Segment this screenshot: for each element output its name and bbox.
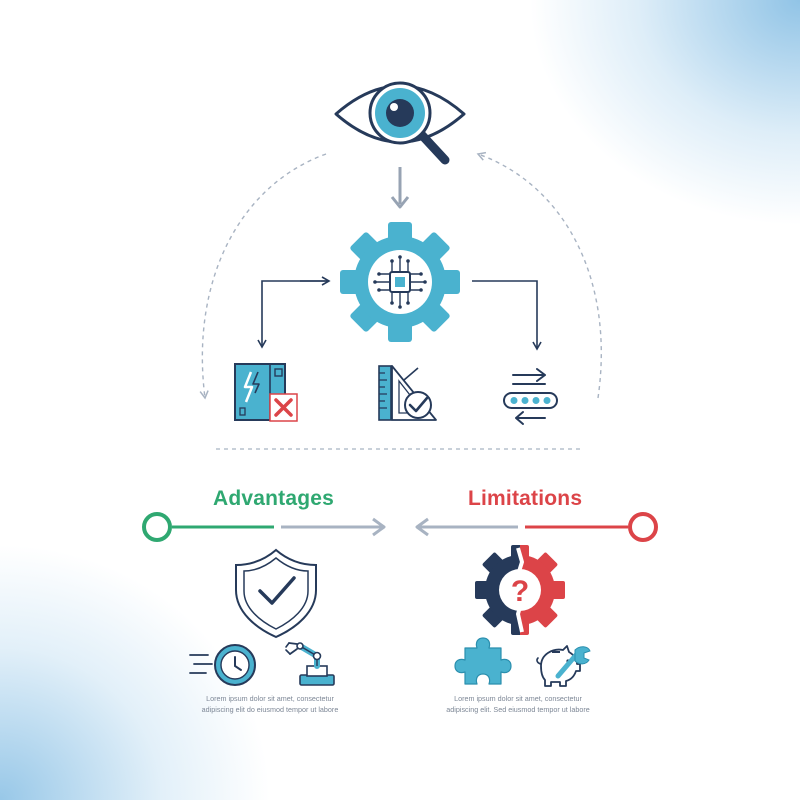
clock-speed-icon <box>189 644 256 686</box>
limitations-description: Lorem ipsum dolor sit amet, consectetur … <box>418 693 618 715</box>
advantages-heading: Advantages <box>213 487 335 510</box>
eye-magnifier-icon <box>334 81 466 165</box>
svg-text:?: ? <box>511 575 529 608</box>
limitations-node <box>628 512 658 542</box>
dashed-arc-right <box>476 151 602 399</box>
advantages-node <box>142 512 172 542</box>
dashed-arc-left <box>199 153 327 400</box>
conveyor-icon <box>503 368 558 425</box>
advantages-text-line-1: Lorem ipsum dolor sit amet, consectetur <box>206 694 334 703</box>
gear-question-icon: ? <box>475 545 565 635</box>
ruler-check-icon <box>378 365 437 421</box>
gear-chip-icon <box>340 222 460 342</box>
limitations-timeline <box>415 512 658 542</box>
connector-to-conveyor <box>472 280 542 351</box>
shield-check-icon <box>235 548 317 639</box>
piggy-bank-wrench-icon <box>536 645 591 687</box>
limitations-heading: Limitations <box>468 487 583 510</box>
advantages-text-line-2: adipiscing elit do eiusmod tempor ut lab… <box>201 705 339 714</box>
advantages-description: Lorem ipsum dolor sit amet, consectetur … <box>170 693 370 715</box>
damaged-box-icon <box>234 363 298 422</box>
limitations-text-line-1: Lorem ipsum dolor sit amet, consectetur <box>454 694 582 703</box>
connector-to-damaged-box <box>257 280 329 349</box>
robot-arm-icon <box>285 642 335 686</box>
puzzle-icon <box>454 637 512 685</box>
limitations-text-line-2: adipiscing elit. Sed eiusmod tempor ut l… <box>446 705 590 714</box>
advantages-timeline <box>142 512 386 542</box>
